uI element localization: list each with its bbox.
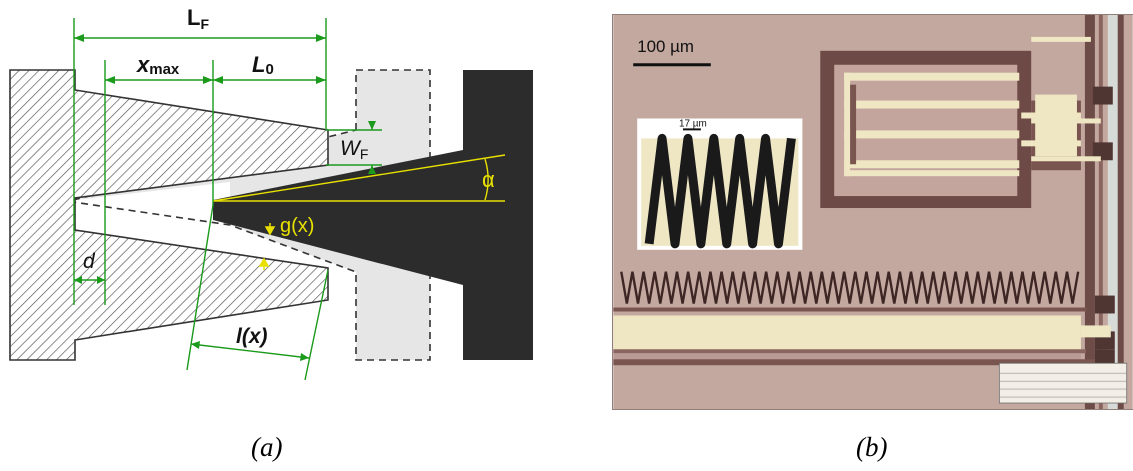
caption-b: (b) — [856, 432, 888, 462]
length-label: l(x) — [236, 325, 268, 348]
inset-zigzag-spring — [644, 133, 796, 249]
caption-a: (a) — [251, 432, 283, 462]
xmax-label: xmax — [136, 52, 180, 78]
alpha-annotation — [212, 154, 506, 202]
gap-label: g(x) — [280, 215, 314, 237]
d-label: d — [83, 250, 96, 273]
l0-label: L0 — [252, 52, 274, 78]
alpha-label: α — [482, 167, 495, 192]
moving-electrode-dark — [213, 70, 533, 360]
microscope-info-box — [998, 362, 1128, 404]
dimension-arrowheads — [74, 34, 376, 361]
figure-b-micrograph: 100 µm 17 µm — [612, 14, 1133, 410]
inset-scale-label: 17 µm — [679, 118, 707, 129]
spring-track-bottom — [613, 307, 1087, 312]
lf-label: LF — [187, 5, 209, 32]
scale-bar-label: 100 µm — [637, 37, 694, 56]
lower-metal-bars — [613, 315, 1111, 366]
wf-label: WF — [340, 137, 368, 162]
shuttle-outline — [72, 69, 431, 361]
fixed-electrode-hatched — [9, 69, 329, 361]
gap-arrow — [258, 223, 276, 270]
comb-capacitor — [820, 36, 1101, 209]
zigzag-spring — [620, 271, 1080, 304]
zoom-inset: 17 µm — [637, 118, 803, 250]
figure-a-comb-drive-diagram: α g(x) LF xmax — [9, 5, 533, 381]
